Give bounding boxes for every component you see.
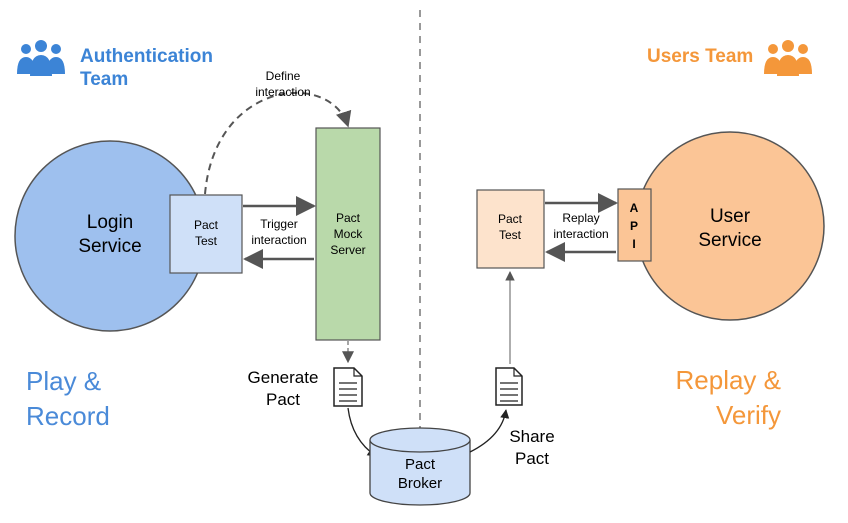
- login-service-line2: Service: [78, 236, 141, 257]
- generate-pact-document-icon: [333, 367, 363, 407]
- pact-test-left-line1: Pact: [194, 218, 219, 232]
- auth-team-label-line1: Authentication: [80, 46, 213, 67]
- trigger-interaction-line2: interaction: [251, 233, 306, 247]
- share-pact-line1: Share: [509, 427, 554, 446]
- api-box: [617, 188, 652, 262]
- broker-to-share-arrow: [469, 409, 510, 453]
- pact-test-right-box: [476, 189, 545, 269]
- pact-broker-cylinder: [369, 427, 471, 506]
- user-service-line1: User: [710, 206, 751, 227]
- pact-test-right-line1: Pact: [498, 212, 523, 226]
- login-service-line1: Login: [87, 212, 134, 233]
- auth-team-label-line2: Team: [80, 69, 128, 90]
- replay-verify-line2: Verify: [716, 400, 781, 430]
- pact-broker-line2: Broker: [398, 475, 442, 492]
- api-letter-i: I: [632, 237, 635, 251]
- user-service-line2: Service: [698, 230, 761, 251]
- mock-server-line3: Server: [330, 243, 365, 257]
- generate-pact-line1: Generate: [248, 368, 319, 387]
- play-record-line2: Record: [26, 401, 110, 431]
- auth-team-icon: [17, 40, 65, 76]
- users-team-icon: [764, 40, 812, 76]
- replay-interaction-line2: interaction: [553, 227, 608, 241]
- users-team-label: Users Team: [647, 46, 753, 67]
- replay-interaction-line1: Replay: [562, 211, 599, 225]
- api-letter-p: P: [630, 219, 638, 233]
- pact-broker-line1: Pact: [405, 456, 436, 473]
- pact-test-left-line2: Test: [195, 234, 218, 248]
- replay-verify-line1: Replay &: [676, 365, 782, 395]
- share-pact-line2: Pact: [515, 449, 549, 468]
- play-record-line1: Play &: [26, 366, 101, 396]
- mock-server-line2: Mock: [334, 227, 364, 241]
- pact-test-left-box: [169, 194, 243, 274]
- define-interaction-line2: interaction: [255, 85, 310, 99]
- pact-test-right-line2: Test: [499, 228, 522, 242]
- generate-pact-line2: Pact: [266, 390, 300, 409]
- api-letter-a: A: [630, 201, 639, 215]
- trigger-interaction-line1: Trigger: [260, 217, 298, 231]
- define-interaction-line1: Define: [266, 69, 301, 83]
- define-interaction-arrow: [204, 92, 352, 195]
- pact-mock-server-box: [315, 127, 381, 341]
- mock-server-line1: Pact: [336, 211, 361, 225]
- share-pact-document-icon: [495, 367, 523, 406]
